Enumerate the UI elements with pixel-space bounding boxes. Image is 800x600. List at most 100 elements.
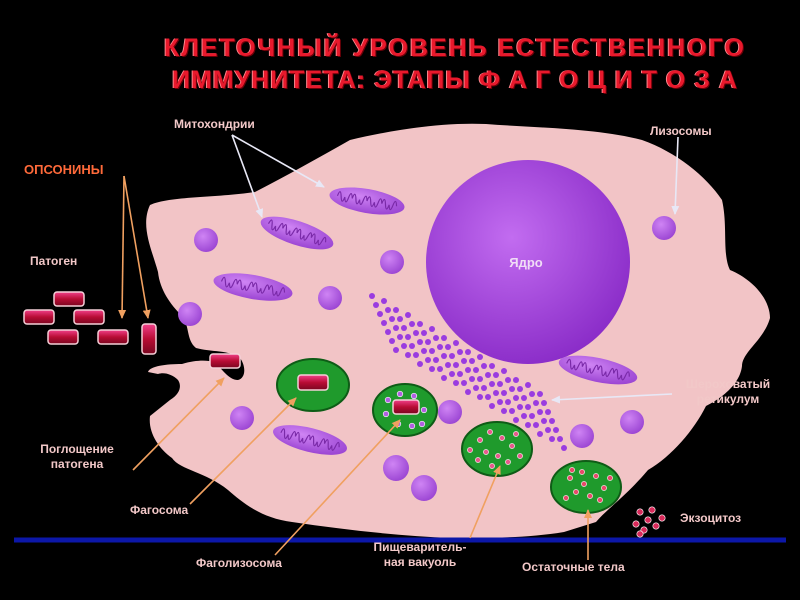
particle	[569, 467, 575, 473]
lysosome	[438, 400, 462, 424]
mitochondrion	[273, 425, 347, 455]
particle	[499, 435, 505, 441]
er-dot	[493, 390, 499, 396]
particle	[475, 457, 481, 463]
particle	[408, 422, 416, 430]
er-dot	[557, 436, 563, 442]
er-dot	[533, 422, 539, 428]
particle	[593, 473, 599, 479]
er-dot	[401, 343, 407, 349]
er-dot	[385, 307, 391, 313]
er-dot	[397, 316, 403, 322]
nucleus	[426, 160, 630, 364]
er-dot	[461, 358, 467, 364]
engulfment-label: Поглощение патогена	[22, 442, 132, 472]
er-dot	[449, 371, 455, 377]
er-dot	[493, 372, 499, 378]
lysosome	[194, 228, 218, 252]
er-dot	[417, 361, 423, 367]
er-dot	[477, 354, 483, 360]
er-dot	[485, 394, 491, 400]
rough-er-label-line2: ретикулум	[696, 392, 760, 406]
pathogen	[73, 309, 105, 325]
er-dot	[509, 408, 515, 414]
er-dot	[417, 321, 423, 327]
er-dot	[477, 376, 483, 382]
digestive-vacuole-label: Пищеваритель- ная вакуоль	[352, 540, 488, 570]
er-dot	[401, 325, 407, 331]
er-dot	[561, 445, 567, 451]
particle	[587, 493, 593, 499]
particle	[489, 463, 495, 469]
rough-er-dots	[369, 293, 567, 451]
particle	[636, 530, 644, 538]
particle	[418, 420, 426, 428]
exocytosis-label: Экзоцитоз	[680, 511, 742, 525]
pathogen	[209, 353, 241, 369]
lysosome	[178, 302, 202, 326]
particle	[495, 453, 501, 459]
particle	[410, 392, 418, 400]
er-dot	[425, 339, 431, 345]
particle	[644, 516, 652, 524]
er-dot	[433, 335, 439, 341]
er-dot	[457, 371, 463, 377]
er-dot	[453, 380, 459, 386]
lysosome	[383, 455, 409, 481]
er-dot	[529, 391, 535, 397]
er-dot	[369, 293, 375, 299]
pathogen-group	[23, 291, 241, 369]
lysosomes-label: Лизосомы	[650, 124, 712, 138]
particle	[384, 396, 392, 404]
er-dot	[545, 409, 551, 415]
er-dot	[537, 409, 543, 415]
pointer-arrows	[118, 134, 680, 560]
er-dot	[437, 366, 443, 372]
er-dot	[513, 417, 519, 423]
particle	[509, 443, 515, 449]
er-dot	[385, 329, 391, 335]
arrow-er	[551, 393, 673, 404]
er-dot	[469, 358, 475, 364]
arrow-opsonin-1	[118, 175, 127, 319]
arrow-opsonin-2	[123, 175, 151, 319]
arrow-lysosome	[671, 136, 680, 215]
pathogen	[23, 309, 55, 325]
mitochondrion	[260, 216, 334, 250]
particle	[573, 489, 579, 495]
digestive-vacuole-label-line1: Пищеваритель-	[373, 540, 467, 554]
er-dot	[469, 376, 475, 382]
er-dot	[513, 377, 519, 383]
er-dot	[453, 362, 459, 368]
particle	[505, 459, 511, 465]
particle	[597, 497, 603, 503]
lysosome	[318, 286, 342, 310]
er-dot	[473, 367, 479, 373]
opsonins-label: ОПСОНИНЫ	[24, 162, 104, 177]
er-dot	[417, 339, 423, 345]
er-dot	[521, 413, 527, 419]
er-dot	[505, 399, 511, 405]
lysosome	[380, 250, 404, 274]
pathogen	[53, 291, 85, 307]
er-dot	[465, 349, 471, 355]
er-dot	[497, 399, 503, 405]
er-dot	[449, 353, 455, 359]
er-dot	[529, 413, 535, 419]
er-dot	[481, 363, 487, 369]
particle	[467, 447, 473, 453]
lysosome-group	[178, 216, 676, 501]
er-dot	[413, 352, 419, 358]
particle	[517, 453, 523, 459]
phagolysosome-label: Фаголизосома	[196, 556, 282, 570]
particle	[487, 429, 493, 435]
er-dot	[517, 386, 523, 392]
particle	[658, 514, 666, 522]
er-dot	[489, 363, 495, 369]
engulfment-label-line2: патогена	[50, 457, 104, 471]
exocytosis-particles	[632, 506, 666, 538]
title-line-2: ИММУНИТЕТА: ЭТАПЫ Ф А Г О Ц И Т О З А	[172, 66, 738, 94]
er-dot	[549, 418, 555, 424]
nucleus-label: Ядро	[509, 255, 543, 270]
